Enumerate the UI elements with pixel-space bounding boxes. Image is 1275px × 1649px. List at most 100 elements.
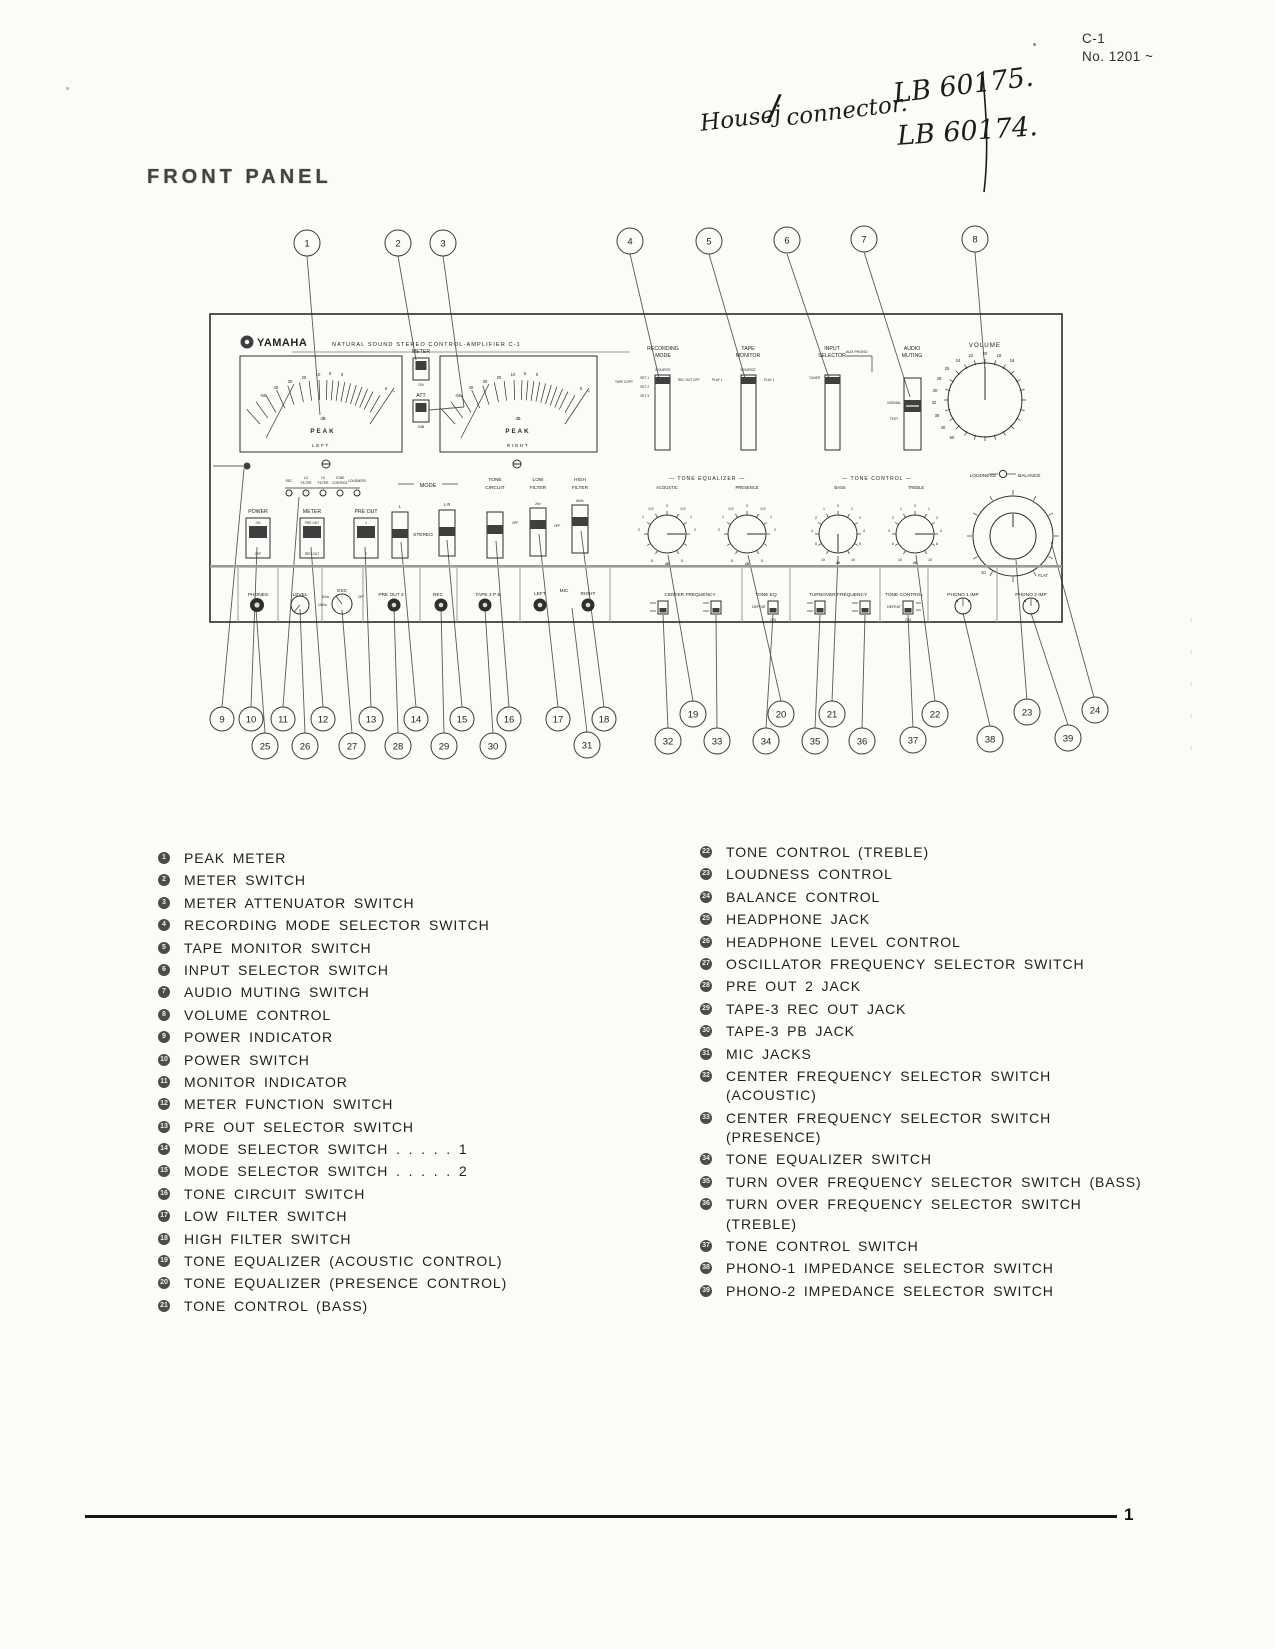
item-number-badge: 8	[158, 1008, 170, 1021]
bottom-callouts-row2: 25 26 27 28 29 30 31 32 33 34 35 36 37 3…	[251, 724, 1082, 760]
svg-text:6: 6	[815, 542, 817, 546]
svg-text:FILTER: FILTER	[318, 481, 329, 485]
svg-text:L·R: L·R	[444, 502, 451, 507]
svg-text:14: 14	[411, 715, 422, 726]
scan-speck	[1033, 43, 1036, 46]
phono1-impedance-knob	[954, 597, 972, 615]
svg-text:1: 1	[928, 507, 930, 511]
volume-scale: 16 18 20 22 24 26 28 30 32 36 40 60	[932, 351, 1015, 440]
item-number-badge: 19	[158, 1255, 170, 1268]
svg-text:20: 20	[776, 710, 787, 721]
svg-text:SELECTOR: SELECTOR	[818, 353, 846, 359]
tone-control-label: TONE CONTROL	[885, 592, 923, 598]
svg-text:5: 5	[761, 559, 763, 563]
brand-name: YAMAHA	[257, 337, 307, 349]
svg-text:13: 13	[366, 715, 377, 726]
svg-text:STEREO: STEREO	[413, 532, 433, 538]
tape-monitor-slider: TAPE MONITOR SOURCE PLAY 1	[736, 346, 775, 451]
meter-unit: dB	[320, 416, 325, 421]
svg-text:7: 7	[861, 235, 866, 246]
input-selector-slider: INPUT SELECTOR AUX PHONO TUNER	[809, 346, 873, 451]
svg-text:12: 12	[318, 715, 329, 726]
svg-text:SET 3: SET 3	[640, 394, 649, 398]
callout-5: 5	[695, 227, 723, 255]
svg-text:10: 10	[928, 558, 932, 562]
scan-speck	[66, 87, 69, 90]
callout-20: 20	[767, 700, 795, 728]
pre-out-switch: PRE OUT 1 2	[353, 509, 379, 559]
svg-text:2: 2	[395, 239, 400, 250]
svg-text:37: 37	[908, 736, 919, 747]
svg-text:28: 28	[393, 742, 404, 753]
svg-text:22: 22	[969, 353, 974, 358]
item-number-badge: 27	[700, 957, 712, 970]
svg-text:VOLUME: VOLUME	[969, 342, 1001, 349]
legend-item-wrap: (PRESENCE)	[726, 1129, 822, 1146]
svg-text:16: 16	[504, 715, 515, 726]
svg-text:1: 1	[690, 515, 692, 519]
callout-9: 9	[209, 706, 235, 732]
att-switch: ATT 0dB	[412, 393, 430, 429]
svg-text:POWER: POWER	[248, 509, 268, 515]
svg-text:4: 4	[940, 529, 942, 533]
item-number-badge: 22	[700, 846, 712, 858]
svg-text:AUX PHONO: AUX PHONO	[846, 350, 868, 354]
item-number-badge: 17	[158, 1210, 170, 1223]
svg-text:33: 33	[712, 737, 723, 748]
item-number-badge: 16	[158, 1187, 170, 1200]
svg-text:27: 27	[347, 742, 358, 753]
left-meter-scale: -50 40 30 20 10 5 0 5 +	[260, 371, 396, 398]
svg-text:ATT: ATT	[416, 393, 426, 399]
svg-text:25: 25	[260, 742, 271, 753]
item-number-badge: 9	[158, 1031, 170, 1044]
svg-text:0.5: 0.5	[761, 507, 766, 511]
svg-text:60: 60	[950, 435, 955, 440]
callout-38: 38	[976, 725, 1004, 753]
svg-text:CONTROL: CONTROL	[332, 481, 348, 485]
item-number-badge: 12	[158, 1098, 170, 1111]
tape3-pb-label: TAPE 3 P B	[475, 592, 500, 598]
callout-30: 30	[479, 732, 507, 760]
callout-24: 24	[1081, 696, 1109, 724]
svg-text:19: 19	[688, 710, 699, 721]
callout-13: 13	[358, 706, 384, 732]
item-number-badge: 20	[158, 1277, 170, 1290]
oscillator-knob: OFF 1kHz 10kHz	[318, 593, 364, 615]
right-peak-meter: -50 40 30 20 10 5 0 5 + dB PEAK RIGHT	[439, 355, 598, 453]
footer-rule	[85, 1515, 1117, 1518]
svg-text:+: +	[588, 389, 591, 394]
svg-text:5: 5	[385, 386, 388, 391]
rec-label: REC	[433, 592, 444, 598]
callout-33: 33	[703, 727, 731, 755]
svg-text:ON: ON	[905, 618, 911, 622]
svg-text:24: 24	[956, 358, 961, 363]
callout-16: 16	[496, 706, 522, 732]
svg-text:L: L	[399, 504, 402, 509]
svg-text:0: 0	[837, 504, 839, 508]
item-number-badge: 14	[158, 1143, 170, 1156]
power-indicator-lamp	[213, 462, 251, 470]
item-number-badge: 13	[158, 1120, 170, 1133]
svg-text:9: 9	[219, 715, 224, 726]
panel-screws	[321, 459, 522, 469]
svg-text:SET 1: SET 1	[640, 376, 649, 380]
svg-text:DEFEAT: DEFEAT	[887, 605, 902, 609]
headphone-level-knob	[290, 595, 310, 615]
svg-text:PRE OUT: PRE OUT	[354, 509, 378, 515]
svg-text:34: 34	[761, 737, 772, 748]
front-panel-diagram: YAMAHA NATURAL SOUND STEREO CONTROL-AMPL…	[209, 75, 1192, 760]
svg-text:26: 26	[945, 366, 950, 371]
svg-text:METER: METER	[412, 349, 430, 355]
